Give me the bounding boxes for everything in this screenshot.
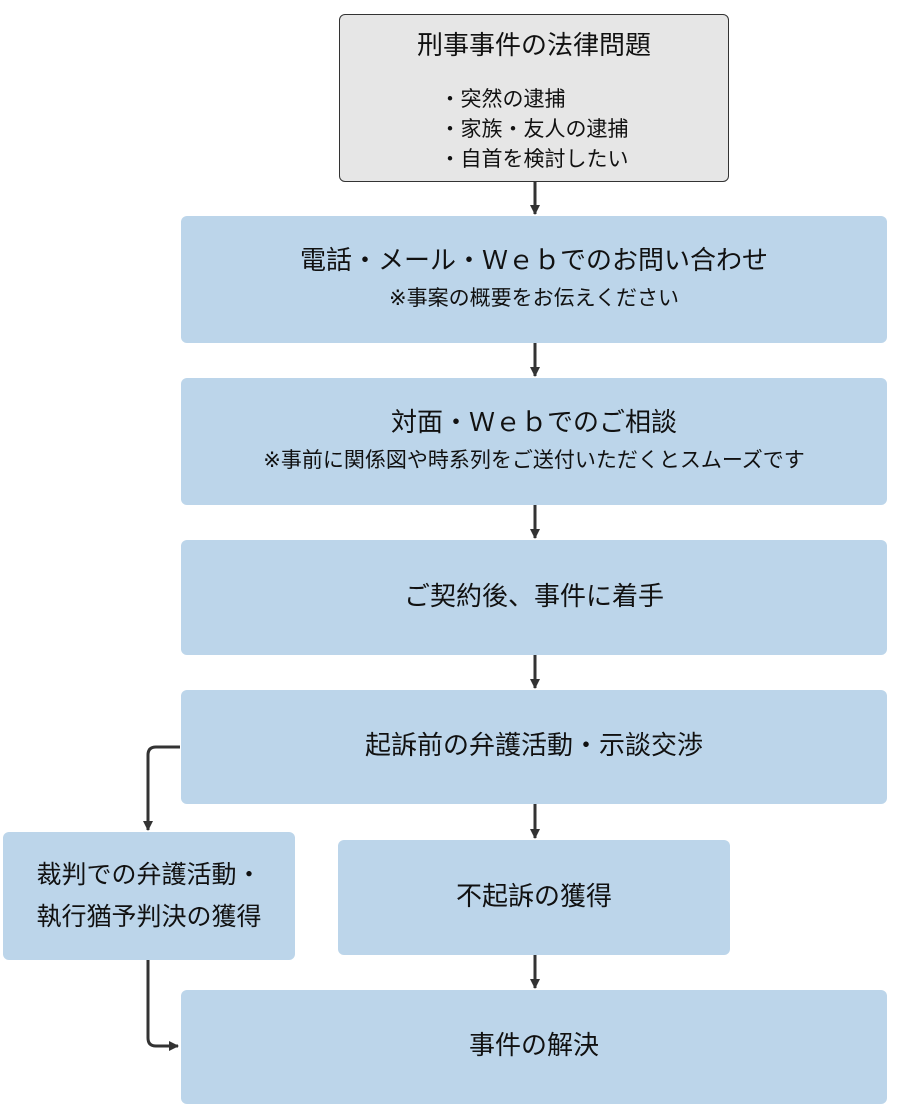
defense-box: 起訴前の弁護活動・示談交渉 <box>181 690 887 804</box>
contract-box: ご契約後、事件に着手 <box>181 540 887 655</box>
inquiry-title: 電話・メール・Ｗｅｂでのお問い合わせ <box>299 246 768 277</box>
start-items: 突然の逮捕 家族・友人の逮捕 自首を検討したい <box>440 84 629 174</box>
arrow-defense-to-trial <box>143 745 180 831</box>
nonprosecution-title: 不起訴の獲得 <box>455 881 612 912</box>
arrow-trial-to-resolution <box>146 960 179 1051</box>
inquiry-note: ※事案の概要をお伝えください <box>389 286 679 311</box>
start-title: 刑事事件の法律問題 <box>416 31 651 61</box>
trial-line1: 裁判での弁護活動・ <box>36 860 262 889</box>
trial-box: 裁判での弁護活動・ 執行猶予判決の獲得 <box>3 832 295 960</box>
resolution-title: 事件の解決 <box>468 1031 599 1062</box>
start-item-sudden-arrest: 突然の逮捕 <box>440 84 629 114</box>
inquiry-box: 電話・メール・Ｗｅｂでのお問い合わせ ※事案の概要をお伝えください <box>181 216 887 343</box>
resolution-box: 事件の解決 <box>181 990 887 1104</box>
trial-line2: 執行猶予判決の獲得 <box>36 902 262 931</box>
start-box: 刑事事件の法律問題 突然の逮捕 家族・友人の逮捕 自首を検討したい <box>339 14 729 182</box>
consultation-note: ※事前に関係図や時系列をご送付いただくとスムーズです <box>263 448 805 473</box>
consultation-title: 対面・Ｗｅｂでのご相談 <box>390 408 677 439</box>
start-item-family-arrest: 家族・友人の逮捕 <box>440 114 629 144</box>
consultation-box: 対面・Ｗｅｂでのご相談 ※事前に関係図や時系列をご送付いただくとスムーズです <box>181 378 887 505</box>
contract-title: ご契約後、事件に着手 <box>403 581 664 612</box>
nonprosecution-box: 不起訴の獲得 <box>338 840 730 955</box>
start-item-surrender: 自首を検討したい <box>440 144 629 174</box>
defense-title: 起訴前の弁護活動・示談交渉 <box>364 731 703 762</box>
